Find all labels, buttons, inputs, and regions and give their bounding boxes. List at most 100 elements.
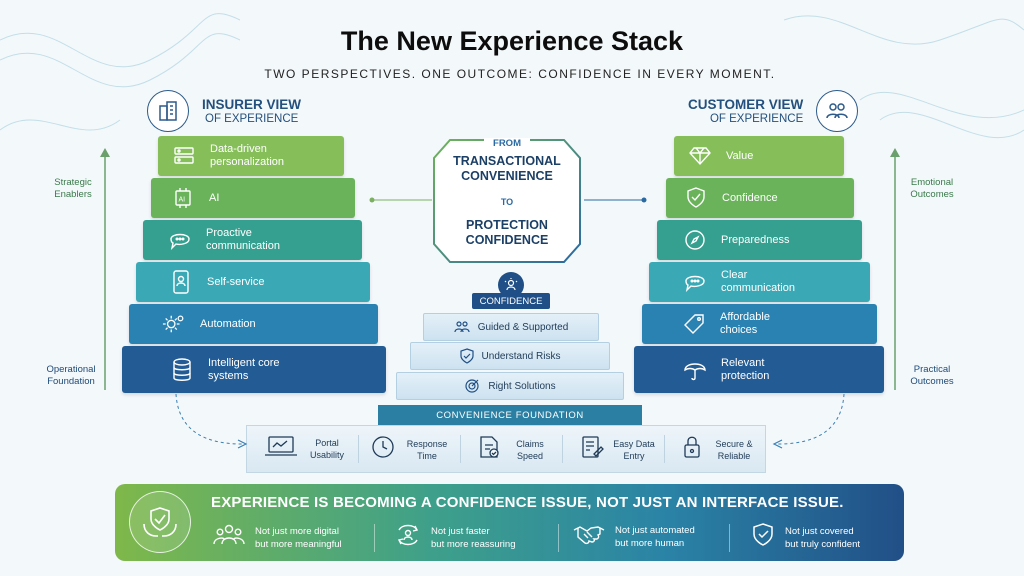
customer-bar-confidence: Confidence — [666, 178, 854, 218]
customer-bar-label: Confidence — [722, 191, 778, 204]
insurer-bar-label: Intelligent core systems — [208, 356, 280, 382]
foundation-item-label: Response Time — [406, 438, 448, 461]
insurer-bar-intelligent-core: Intelligent core systems — [122, 346, 386, 393]
banner-divider — [374, 524, 375, 552]
foundation-divider — [562, 435, 563, 463]
insurer-bar-ai: AI AI — [151, 178, 355, 218]
banner-headline: EXPERIENCE IS BECOMING A CONFIDENCE ISSU… — [211, 494, 844, 511]
shield-check-icon — [684, 186, 708, 210]
customer-bar-label: Affordable choices — [720, 311, 770, 336]
customer-bar-value: Value — [674, 136, 844, 176]
center-from-text: TRANSACTIONAL CONVENIENCE — [453, 154, 561, 183]
strategic-enablers-label: Strategic Enablers — [54, 177, 92, 200]
pyramid-step-right-solutions: Right Solutions — [396, 372, 624, 400]
document-check-icon — [478, 435, 500, 464]
banner-item-line2: but more human — [615, 537, 685, 549]
customer-view-subtitle: OF EXPERIENCE — [709, 113, 804, 125]
handshake-icon — [573, 522, 605, 551]
database-icon — [170, 357, 194, 382]
transition-box: FROM TRANSACTIONAL CONVENIENCE TO PROTEC… — [432, 138, 582, 264]
svg-text:AI: AI — [179, 197, 186, 204]
shield-hands-icon — [143, 507, 177, 537]
left-axis-arrow — [100, 148, 110, 390]
foundation-item-label: Claims Speed — [516, 438, 544, 461]
insurer-bar-label: Proactive communication — [206, 227, 280, 252]
customer-bar-clear-communication: Clear communication — [649, 262, 870, 302]
pyramid-step-label: Right Solutions — [488, 380, 556, 392]
pyramid-step-understand: Understand Risks — [410, 342, 610, 370]
foundation-item-label: Portal Usability — [309, 437, 344, 460]
customer-view-title: CUSTOMER VIEW — [688, 97, 804, 112]
operational-foundation-label: Operational Foundation — [46, 364, 96, 387]
banner-item-line1: Not just covered — [785, 525, 854, 537]
person-refresh-icon — [395, 522, 421, 553]
compass-icon — [683, 228, 707, 252]
insurer-view-subtitle: OF EXPERIENCE — [205, 113, 299, 125]
shield-check-icon — [459, 348, 474, 364]
foundation-portal-usability: Portal Usability — [264, 435, 348, 462]
insurer-bar-data-personalization: Data-driven personalization — [158, 136, 344, 176]
banner-item-line2: but truly confident — [785, 538, 860, 550]
mobile-user-icon — [169, 270, 193, 294]
chat-icon — [683, 270, 707, 294]
foundation-item-label: Secure & Reliable — [715, 438, 753, 461]
foundation-slab — [246, 425, 766, 473]
customer-bar-relevant-protection: Relevant protection — [634, 346, 884, 393]
banner-divider — [729, 524, 730, 552]
target-icon — [464, 378, 480, 394]
insurer-bar-label: Automation — [200, 317, 256, 330]
foundation-item-label: Easy Data Entry — [613, 438, 655, 461]
pyramid-step-guided: Guided & Supported — [423, 313, 599, 341]
ai-chip-icon: AI — [171, 186, 195, 210]
right-axis-arrow — [890, 148, 900, 390]
form-icon — [580, 435, 604, 464]
page-subtitle: TWO PERSPECTIVES. ONE OUTCOME: CONFIDENC… — [264, 67, 776, 81]
transition-box-frame — [433, 139, 581, 263]
banner-divider — [558, 524, 559, 552]
insurer-bar-label: AI — [209, 191, 220, 204]
confidence-top: CONFIDENCE — [472, 293, 550, 309]
chat-icon — [168, 228, 192, 252]
laptop-icon — [264, 435, 298, 462]
banner-item-line1: Not just automated — [615, 524, 695, 536]
server-icon — [172, 144, 196, 168]
bottom-banner: EXPERIENCE IS BECOMING A CONFIDENCE ISSU… — [115, 484, 904, 561]
customer-view-header: CUSTOMER VIEW OF EXPERIENCE — [688, 90, 859, 132]
diamond-icon — [688, 144, 712, 168]
customer-bar-preparedness: Preparedness — [657, 220, 862, 260]
customers-icon — [816, 90, 859, 132]
umbrella-icon — [683, 358, 707, 382]
center-to-label: TO — [500, 197, 514, 207]
lock-icon — [682, 435, 702, 464]
pyramid-step-label: Understand Risks — [481, 350, 561, 362]
banner-badge — [129, 491, 191, 553]
customer-bar-label: Clear communication — [721, 269, 795, 294]
foundation-divider — [664, 435, 665, 463]
banner-item-line1: Not just more digital — [255, 525, 339, 537]
people-icon — [454, 320, 470, 334]
people-icon — [213, 522, 245, 553]
foundation-divider — [358, 435, 359, 463]
pyramid-step-label: Guided & Supported — [477, 321, 569, 333]
insurer-bar-proactive-communication: Proactive communication — [143, 220, 362, 260]
banner-item-line2: but more reassuring — [431, 538, 516, 550]
insurer-bar-self-service: Self-service — [136, 262, 370, 302]
customer-bar-label: Relevant protection — [721, 356, 770, 382]
foundation-claims-speed: Claims Speed — [478, 435, 552, 464]
shield-check-icon — [751, 522, 775, 553]
foundation-secure-reliable: Secure & Reliable — [682, 435, 758, 464]
customer-bar-affordable-choices: Affordable choices — [642, 304, 877, 344]
insurer-bar-label: Data-driven personalization — [210, 143, 284, 168]
insurer-bar-label: Self-service — [207, 275, 265, 288]
gears-icon — [162, 312, 186, 336]
tag-icon — [682, 312, 706, 336]
customer-bar-label: Value — [726, 149, 754, 162]
clock-icon — [371, 435, 395, 464]
building-icon — [147, 90, 189, 132]
page-title: The New Experience Stack — [340, 26, 684, 56]
banner-item-line2: but more meaningful — [255, 538, 342, 550]
